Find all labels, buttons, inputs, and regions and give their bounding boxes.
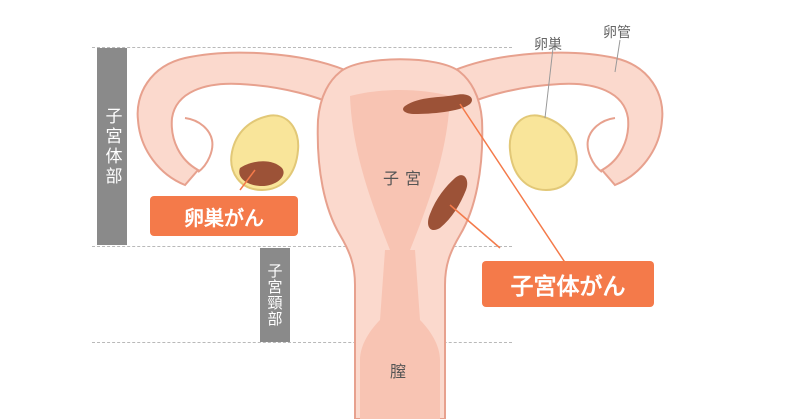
- cervix-bar: 子宮頸部: [260, 248, 290, 342]
- endometrial-tumor-side: [428, 175, 468, 231]
- endometrial-leader-top: [459, 103, 571, 271]
- endometrial-leader-side: [449, 204, 501, 249]
- right-fallopian-tube: [454, 51, 664, 187]
- ovarian-cancer-text: 卵巣がん: [184, 205, 264, 230]
- guide-line-top: [92, 47, 512, 48]
- right-fimbriae: [586, 117, 616, 173]
- uterine-body-label: 子宮体部: [101, 106, 122, 187]
- vagina-label: 膣: [390, 362, 413, 381]
- right-ovary: [508, 114, 578, 192]
- endometrial-cancer-text: 子宮体がん: [510, 274, 626, 300]
- uterine-body-bar: 子宮体部: [97, 48, 127, 245]
- ovary-label-line: [544, 47, 554, 119]
- fallopian-tube-label: 卵管: [603, 25, 631, 41]
- guide-line-bottom: [92, 342, 512, 343]
- cervical-canal: [360, 250, 440, 419]
- endometrial-cancer-callout: 子宮体がん: [482, 261, 654, 307]
- left-fallopian-tube: [136, 51, 346, 187]
- ovarian-cancer-callout: 卵巣がん: [150, 196, 298, 236]
- left-fimbriae: [184, 117, 214, 173]
- tube-label-line: [614, 39, 621, 73]
- endometrial-tumor-top: [403, 94, 473, 114]
- guide-line-middle: [92, 246, 512, 247]
- ovarian-tumor: [239, 161, 284, 186]
- ovary-name-label: 卵巣: [534, 37, 562, 53]
- uterus-label: 子宮: [383, 169, 428, 188]
- ovarian-leader-line: [239, 169, 256, 191]
- cervix-label: 子宮頸部: [265, 263, 284, 327]
- uterine-cavity: [350, 90, 450, 250]
